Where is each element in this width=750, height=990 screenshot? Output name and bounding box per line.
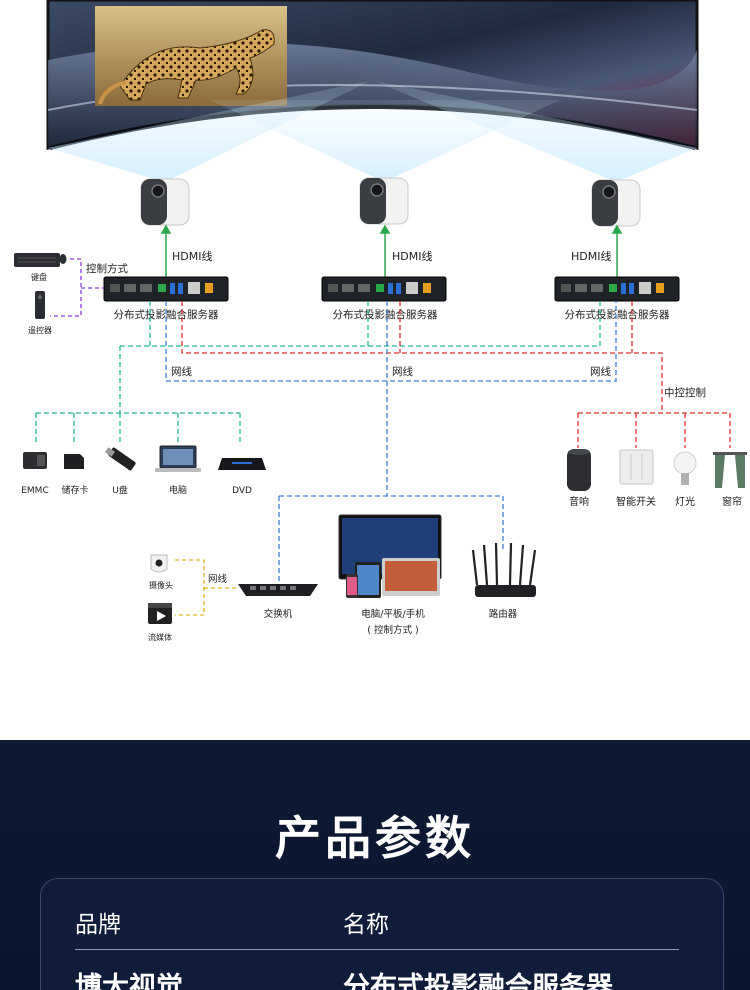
media-label-card: 储存卡 <box>61 484 88 496</box>
hdmi-connections <box>160 224 623 277</box>
brand-value: 博大视觉 <box>75 972 183 990</box>
system-diagram: HDMI线 HDMI线 HDMI线 分布式投影融合服务器 分布式投影融 <box>14 0 747 642</box>
name-value: 分布式投影融合服务器 <box>343 972 613 990</box>
control-mode-label: 控制方式 <box>86 262 128 275</box>
keyboard-label: 键盘 <box>31 272 47 282</box>
keyboard-icon <box>14 253 67 267</box>
name-header: 名称 <box>343 912 389 938</box>
laptop-icon <box>155 445 201 472</box>
device-label-light: 灯光 <box>675 495 695 508</box>
media-label-computer: 电脑 <box>169 484 187 496</box>
projector-center <box>359 177 409 225</box>
server-label-left: 分布式投影融合服务器 <box>114 308 219 321</box>
device-label-curtain: 窗帘 <box>722 495 742 508</box>
projector-beams <box>48 80 697 182</box>
central-control-lines <box>181 301 731 448</box>
specs-title: 产品参数 <box>275 811 475 865</box>
media-label-usb: U盘 <box>112 484 128 496</box>
emmc-icon <box>23 452 47 469</box>
lan-label-center: 网线 <box>392 365 413 378</box>
media-label-dvd: DVD <box>232 486 252 496</box>
specs-table: 品牌 名称 博大视觉 分布式投影融合服务器 <box>40 878 724 990</box>
device-label-speaker: 音响 <box>569 495 589 508</box>
terminals-label: 电脑/平板/手机 <box>361 608 425 620</box>
projector-right <box>591 179 641 227</box>
server-label-center: 分布式投影融合服务器 <box>333 308 438 321</box>
control-mode-lines <box>50 258 104 317</box>
network-switch-icon <box>238 584 318 596</box>
memory-card-icon <box>64 454 84 469</box>
product-specs-section: 产品参数 品牌 名称 博大视觉 分布式投影融合服务器 <box>0 740 750 990</box>
projector-left <box>140 178 190 226</box>
brand-header: 品牌 <box>75 912 121 938</box>
network-switch-label: 交换机 <box>264 608 293 620</box>
remote-label: 遥控器 <box>28 325 52 335</box>
hdmi-label-left: HDMI线 <box>172 249 212 263</box>
camera-label: 摄像头 <box>149 580 173 590</box>
curtain-icon <box>713 452 747 488</box>
specs-divider <box>75 949 679 950</box>
cheetah-image <box>95 6 287 106</box>
hdmi-label-center: HDMI线 <box>392 249 432 263</box>
light-bulb-icon <box>673 451 697 485</box>
usb-drive-icon <box>105 447 136 471</box>
media-label-emmc: EMMC <box>21 486 49 496</box>
streaming-label: 流媒体 <box>148 632 172 642</box>
lan-label-left: 网线 <box>171 365 192 378</box>
router-label: 路由器 <box>489 608 518 620</box>
hdmi-label-right: HDMI线 <box>571 249 611 263</box>
device-label-switch: 智能开关 <box>616 495 656 508</box>
peripheral-network-label: 网线 <box>208 573 228 585</box>
server-label-right: 分布式投影融合服务器 <box>565 308 670 321</box>
peripheral-network-lines <box>175 559 238 616</box>
lan-label-right: 网线 <box>590 365 611 378</box>
speaker-icon <box>567 449 591 491</box>
terminals-note: ( 控制方式 ) <box>367 624 418 636</box>
camera-icon <box>150 554 168 573</box>
streaming-icon <box>148 603 172 624</box>
lan-lines <box>165 301 617 583</box>
terminals-icon <box>338 514 442 598</box>
dvd-player-icon <box>218 458 266 470</box>
router-icon <box>471 542 537 597</box>
server-right <box>554 276 680 302</box>
media-network-lines <box>35 301 601 445</box>
server-left <box>103 276 229 302</box>
smart-switch-icon <box>619 449 654 485</box>
remote-icon <box>35 291 45 319</box>
server-center <box>321 276 447 302</box>
central-control-label: 中控控制 <box>664 386 706 399</box>
